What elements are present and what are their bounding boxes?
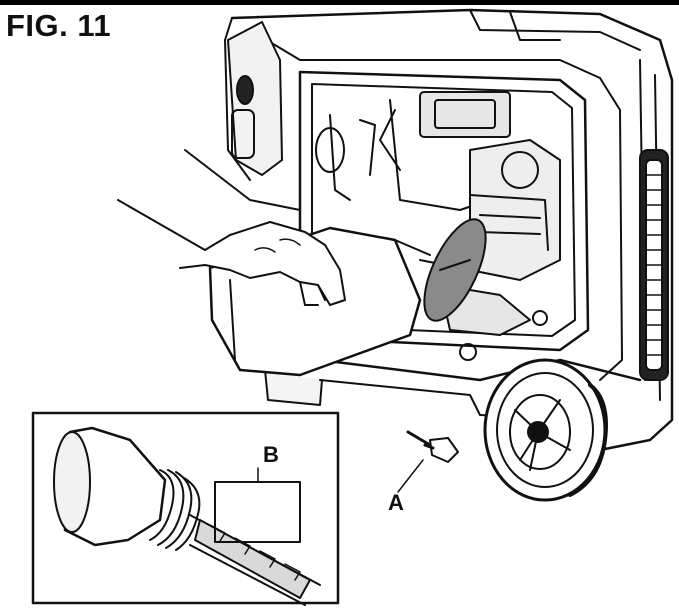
vent-panel	[639, 149, 669, 381]
label-a: A	[388, 490, 404, 515]
label-b: B	[263, 442, 279, 467]
wheel	[483, 358, 608, 502]
inset-box	[31, 411, 340, 606]
engine-internals	[315, 91, 561, 361]
end-panel	[227, 21, 283, 176]
figure-title: FIG. 11	[6, 8, 112, 43]
top-rule	[0, 0, 679, 5]
hand	[117, 149, 346, 306]
dipstick-a	[397, 430, 459, 493]
